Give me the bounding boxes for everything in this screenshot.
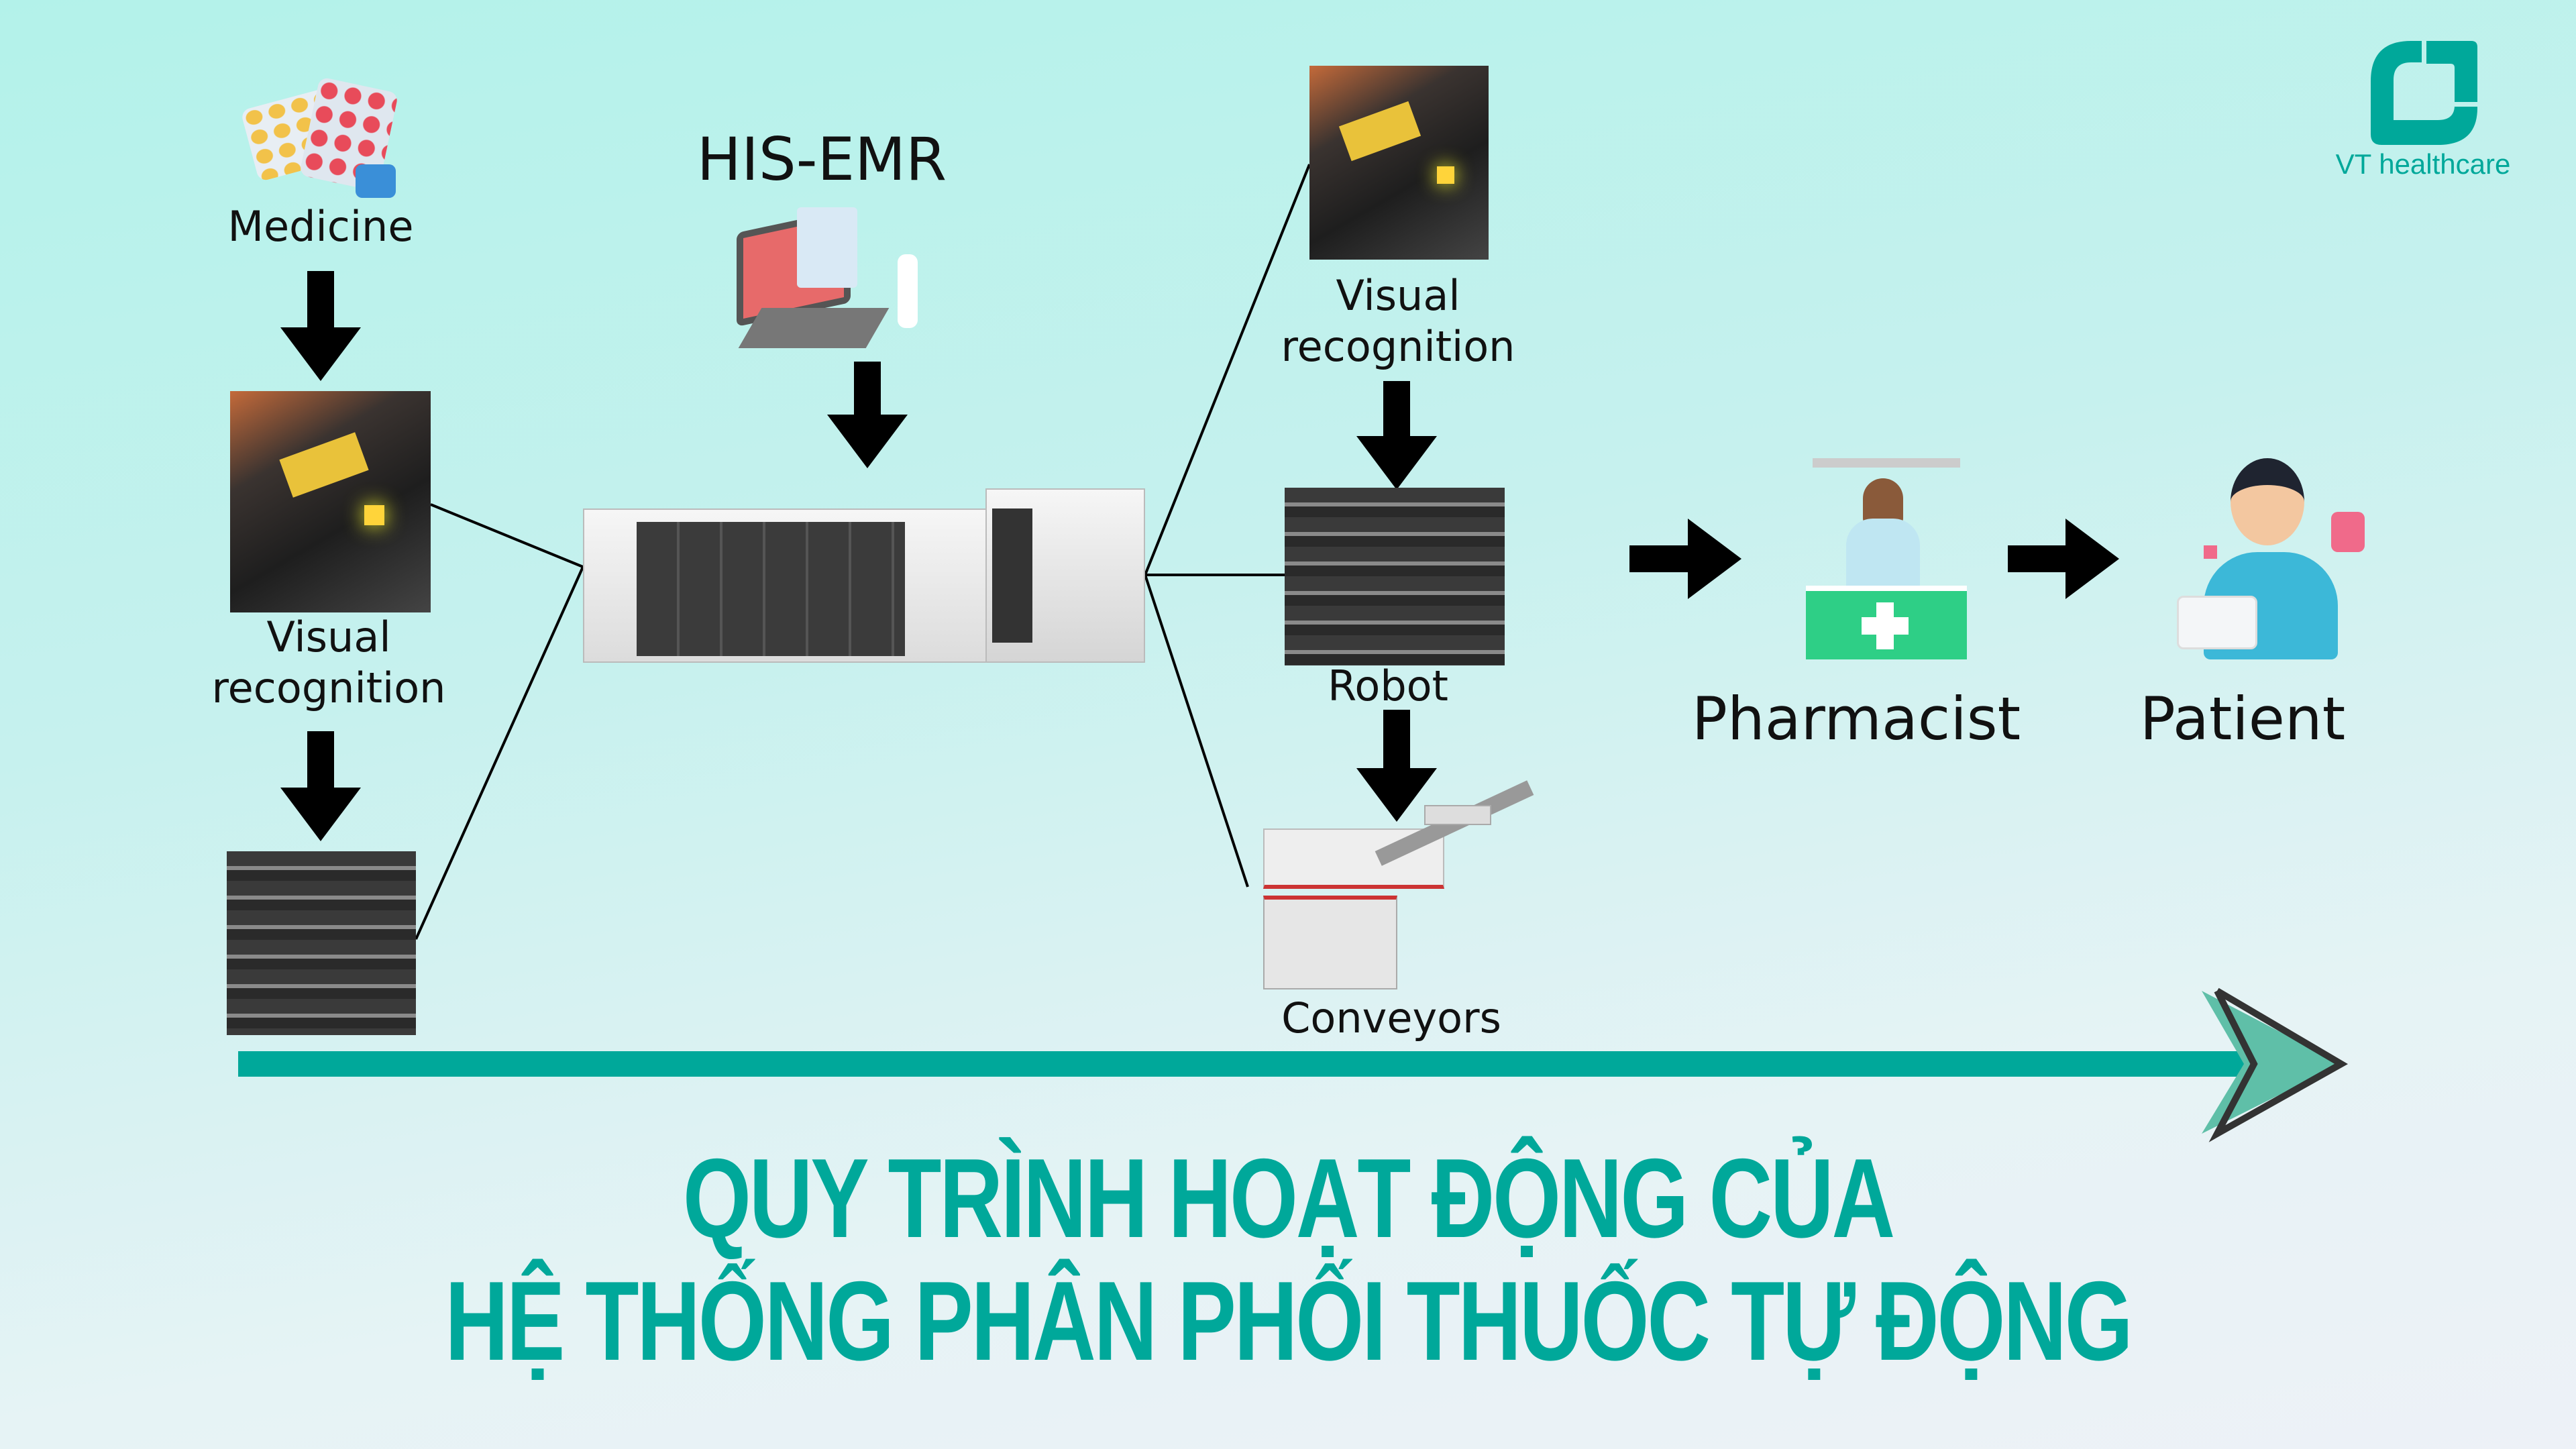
logo-text: VT healthcare	[2335, 148, 2511, 180]
timeline-arrowhead-outline	[2208, 987, 2349, 1142]
conveyors-image	[1256, 780, 1544, 994]
pharmacist-icon	[1799, 451, 1972, 661]
connector-line	[1144, 574, 1249, 888]
robot-image	[1285, 488, 1505, 665]
vt-healthcare-logo	[2371, 41, 2477, 145]
his-emr-laptop-icon	[723, 194, 936, 381]
arrow-right-icon	[2008, 519, 2119, 599]
connector-line	[430, 503, 584, 568]
title-line-2: HỆ THỐNG PHÂN PHỐI THUỐC TỰ ĐỘNG	[445, 1258, 2133, 1384]
pharmacist-label: Pharmacist	[1691, 684, 2021, 753]
storage-shelf-image	[227, 851, 416, 1035]
connector-line	[415, 566, 584, 940]
arrow-down-icon	[827, 362, 908, 468]
arrow-down-icon	[280, 271, 361, 381]
patient-icon	[2177, 451, 2369, 661]
conveyors-label: Conveyors	[1281, 994, 1501, 1042]
arrow-right-icon	[1629, 519, 1741, 599]
patient-label: Patient	[2139, 684, 2346, 753]
connector-line	[1144, 164, 1311, 576]
robot-label: Robot	[1328, 661, 1448, 710]
his-emr-label: HIS-EMR	[696, 125, 947, 194]
medicine-icon	[240, 76, 409, 201]
medicine-label: Medicine	[227, 202, 414, 251]
visual-recognition-image-right	[1309, 66, 1489, 260]
dispensing-machine-image	[583, 468, 1145, 665]
visual-recognition-label: Visual recognition	[211, 612, 446, 712]
visual-recognition-label-right: Visual recognition	[1281, 271, 1515, 371]
arrow-down-icon	[280, 731, 361, 841]
arrow-down-icon	[1356, 381, 1437, 490]
title-line-1: QUY TRÌNH HOẠT ĐỘNG CỦA	[682, 1135, 1895, 1261]
arrow-down-icon	[1356, 710, 1437, 822]
timeline-bar	[238, 1051, 2244, 1077]
visual-recognition-image	[230, 391, 431, 612]
